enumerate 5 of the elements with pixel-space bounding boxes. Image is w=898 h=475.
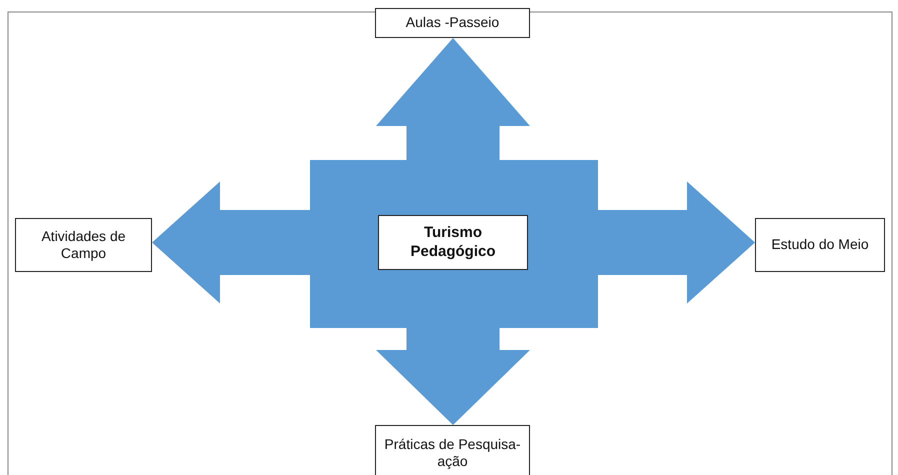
concept-box: Práticas de Pesquisa-ação <box>375 425 530 475</box>
concept-box: Aulas -Passeio <box>375 8 530 38</box>
concept-box: Estudo do Meio <box>755 218 885 272</box>
central-concept-box: Turismo Pedagógico <box>378 215 528 270</box>
concept-box: Atividades de Campo <box>15 218 152 272</box>
